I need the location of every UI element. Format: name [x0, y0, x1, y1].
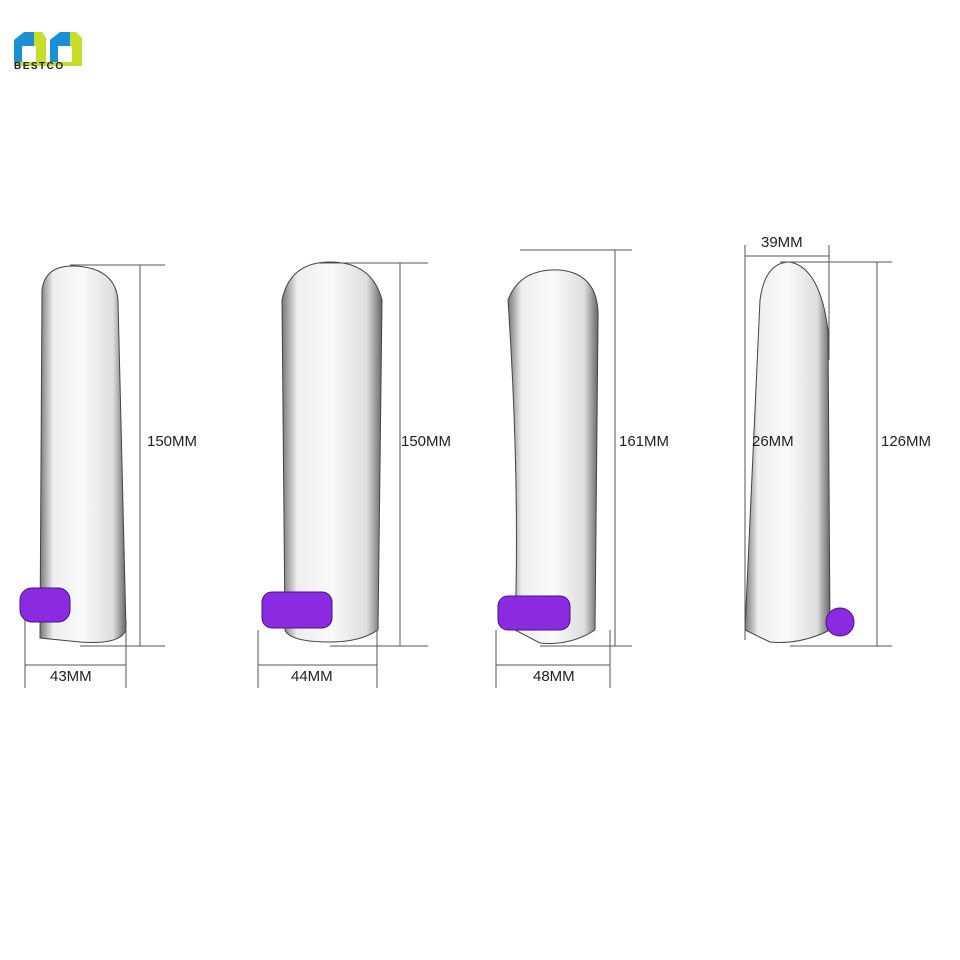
- product-4: [744, 245, 892, 647]
- product-1: [19, 264, 165, 688]
- product-3-width: 48MM: [533, 668, 575, 685]
- product-3: [495, 249, 632, 688]
- product-3-length: 161MM: [619, 433, 670, 450]
- product-1-width: 43MM: [50, 668, 92, 685]
- product-4-width: 39MM: [761, 234, 803, 251]
- product-2-length: 150MM: [401, 433, 452, 450]
- product-4-length: 126MM: [881, 433, 932, 450]
- brand-name: BESTCO: [14, 61, 65, 72]
- product-2: [257, 261, 428, 688]
- product-2-width: 44MM: [291, 668, 333, 685]
- logo-icon: [14, 32, 82, 66]
- product-1-length: 150MM: [147, 433, 198, 450]
- product-4-inner-width: 26MM: [752, 433, 794, 450]
